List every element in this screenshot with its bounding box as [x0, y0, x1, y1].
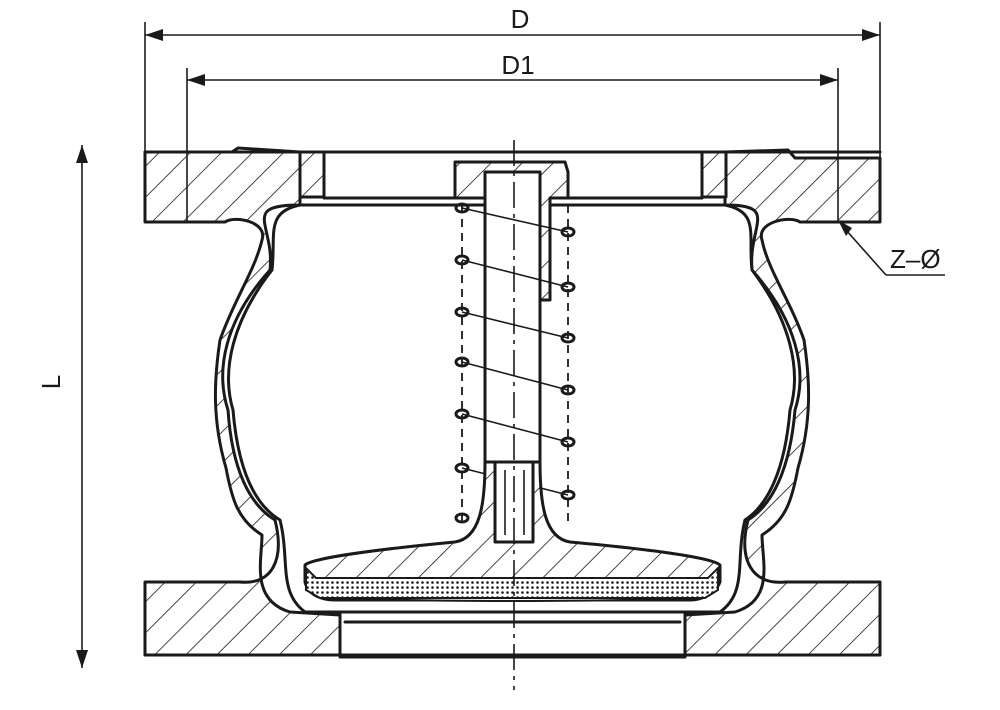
top-seat-right — [700, 150, 728, 199]
dimension-d-label: D — [511, 4, 530, 34]
top-seat-left — [298, 150, 326, 199]
dimension-l — [76, 145, 88, 668]
bolt-hole-leader — [838, 220, 945, 276]
dimension-d1 — [186, 68, 839, 222]
disc-seal-ring — [305, 565, 719, 599]
valve-body-right-wall — [683, 148, 882, 657]
dimension-d1-label: D1 — [501, 50, 534, 80]
dimension-d — [144, 22, 881, 158]
bolt-hole-label: Z–Ø — [890, 244, 941, 274]
bottom-outlet-bore — [338, 610, 687, 659]
dimension-l-label: L — [36, 375, 66, 389]
